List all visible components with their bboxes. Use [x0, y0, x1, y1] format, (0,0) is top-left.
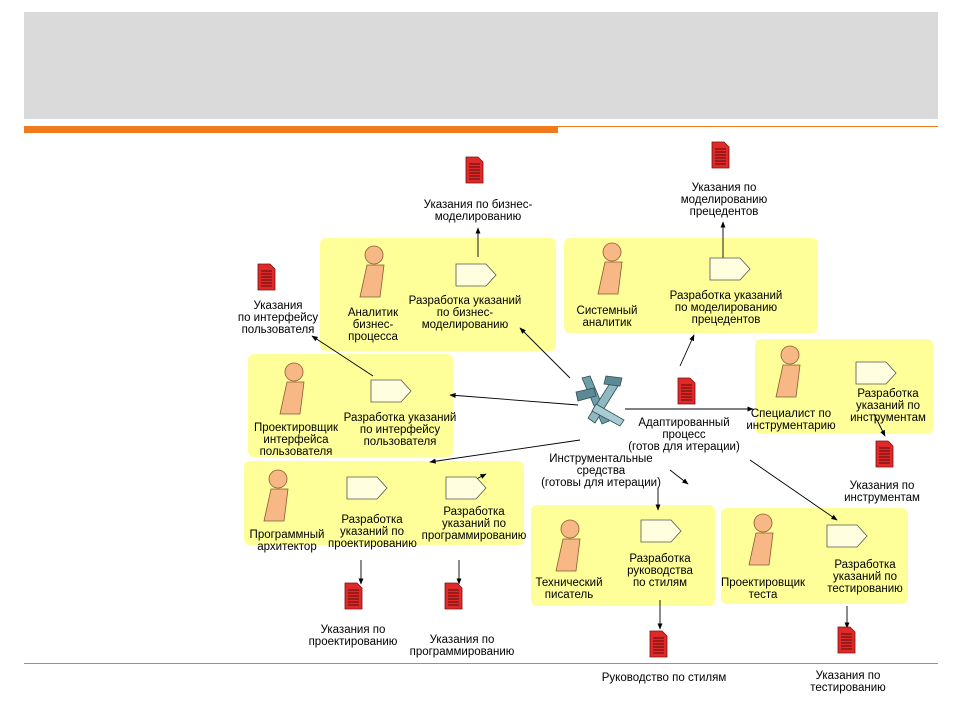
footer-line	[24, 663, 938, 664]
programming-guidelines-doc-label: Указания по программированию	[409, 634, 515, 658]
system-analyst-label: Системный аналитик	[576, 305, 638, 329]
guidelines-usecase-doc-label: Указания по моделированию прецедентов	[680, 182, 768, 218]
develop-tool-guidelines-label: Разработка указаний по инструментам	[850, 388, 926, 424]
develop-style-guide-label: Разработка руководства по стилям	[627, 553, 693, 589]
document-icon	[344, 582, 363, 610]
tools-label: Инструментальные средства (готовы для ит…	[541, 453, 661, 489]
develop-ui-guidelines-label: Разработка указаний по интерфейсу пользо…	[343, 412, 457, 448]
test-designer-label: Проектировщик теста	[720, 577, 806, 601]
document-icon	[875, 440, 894, 468]
group-usecase	[564, 238, 818, 333]
style-guide-doc-label: Руководство по стилям	[601, 672, 727, 684]
tool-specialist-label: Специалист по инструментарию	[746, 408, 836, 432]
document-icon	[257, 263, 276, 291]
tailored-process-label: Адаптированный процесс (готов для итерац…	[628, 417, 740, 453]
document-icon	[677, 377, 696, 405]
connectors	[311, 221, 886, 630]
technical-writer-label: Технический писатель	[535, 577, 603, 601]
test-guidelines-doc-label: Указания по тестированию	[810, 670, 886, 694]
group-tools	[755, 339, 933, 434]
business-analyst-label: Аналитик бизнес- процесса	[347, 307, 399, 343]
guidelines-ui-doc-label: Указания по интерфейсу пользователя	[237, 300, 319, 336]
develop-programming-guidelines-label: Разработка указаний по программированию	[421, 506, 527, 542]
document-icon	[711, 141, 730, 169]
accent-line	[558, 126, 938, 127]
develop-usecase-guidelines-label: Разработка указаний по моделированию пре…	[669, 290, 783, 326]
develop-design-guidelines-label: Разработка указаний по проектированию	[328, 514, 417, 550]
tools-icon	[575, 375, 625, 427]
group-panels	[244, 238, 933, 606]
develop-business-guidelines-label: Разработка указаний по бизнес- моделиров…	[408, 295, 522, 331]
title-band	[24, 12, 938, 119]
document-icon	[465, 156, 484, 184]
document-icon	[837, 626, 856, 654]
design-guidelines-doc-label: Указания по проектированию	[308, 624, 398, 648]
tool-guidelines-doc-label: Указания по инструментам	[844, 480, 920, 504]
document-icon	[444, 582, 463, 610]
document-icon	[649, 630, 668, 658]
ui-designer-label: Проектировщик интерфейса пользователя	[253, 422, 339, 458]
develop-test-guidelines-label: Разработка указаний по тестированию	[827, 559, 903, 595]
guidelines-business-modeling-doc-label: Указания по бизнес- моделированию	[423, 199, 533, 223]
workflow-diagram: Указания по бизнес- моделированию Указан…	[230, 140, 934, 695]
accent-bar	[24, 126, 558, 133]
software-architect-label: Программный архитектор	[249, 529, 325, 553]
